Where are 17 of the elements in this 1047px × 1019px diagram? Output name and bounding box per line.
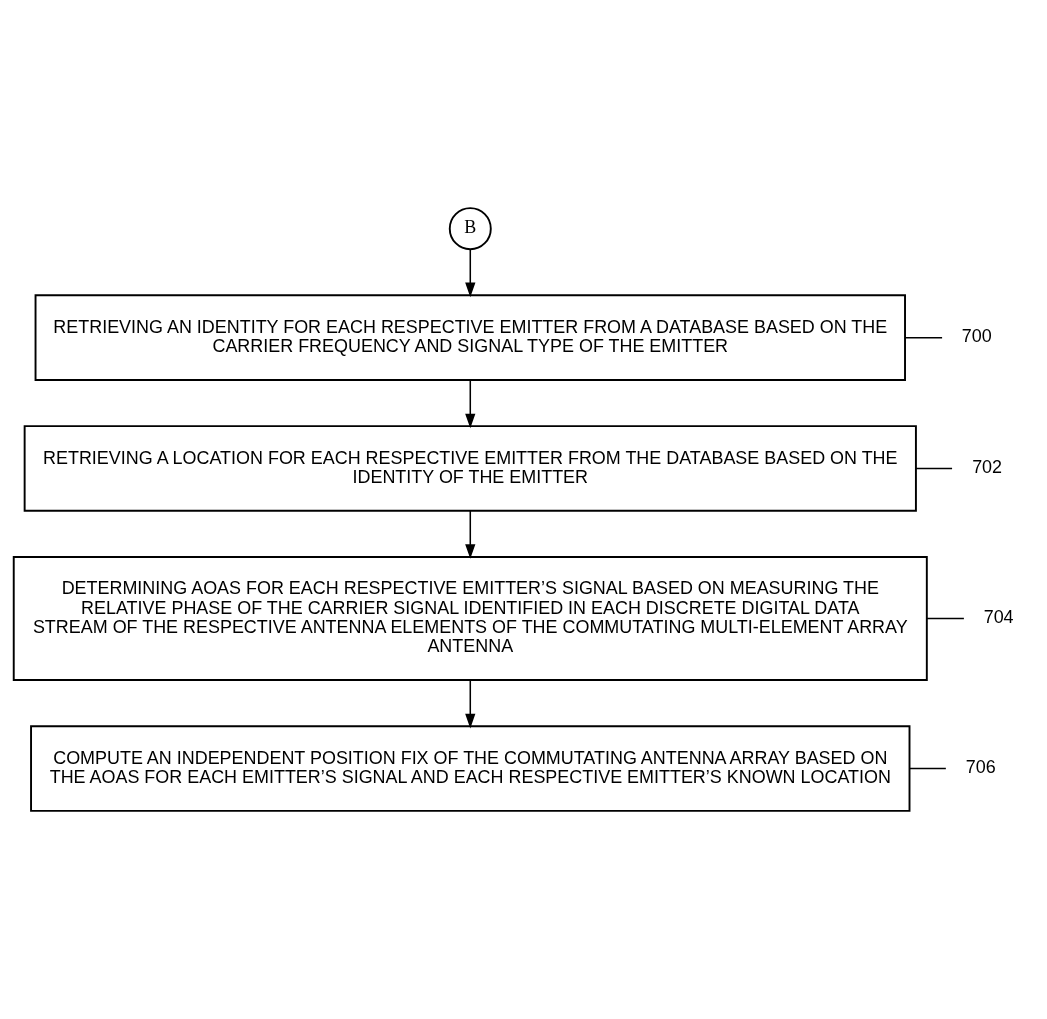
node-text: 700 <box>961 326 992 347</box>
node-circle: B <box>448 207 492 251</box>
connector <box>909 767 947 770</box>
node-box: RETRIEVING A LOCATION FOR EACH RESPECTIVE EMITTER FROM THE DATABASE BASED ON THE IDENTITY OF THE EMITTER <box>23 425 917 512</box>
arrow <box>465 510 476 559</box>
node-text: 704 <box>983 607 1014 628</box>
arrow <box>465 679 476 729</box>
node-box: RETRIEVING AN IDENTITY FOR EACH RESPECTIVE EMITTER FROM A DATABASE BASED ON THE CARRIER FREQUENCY AND SIGNAL TYPE OF THE EMITTER <box>34 294 906 381</box>
node-box: DETERMINING AOAS FOR EACH RESPECTIVE EMITTER’S SIGNAL BASED ON MEASURING THE RELATIVE PHASE OF THE CARRIER SIGNAL IDENTIFIED IN EACH DISCRETE DIGITAL DATA STREAM OF THE RESPECTIVE ANTENNA ELEMENTS OF THE COMMUTATING MULTI-ELEMENT ARRAY ANTENNA <box>12 556 928 681</box>
connector <box>904 336 943 339</box>
node-text: 702 <box>972 457 1003 478</box>
connector <box>915 467 953 470</box>
arrow <box>465 248 476 298</box>
connector <box>926 617 965 620</box>
node-text: 706 <box>965 757 996 778</box>
arrow <box>465 379 476 429</box>
node-box: COMPUTE AN INDEPENDENT POSITION FIX OF THE COMMUTATING ANTENNA ARRAY BASED ON THE AOAS FOR EACH EMITTER’S SIGNAL AND EACH RESPECTIVE EMITTER’S KNOWN LOCATION <box>30 725 911 812</box>
